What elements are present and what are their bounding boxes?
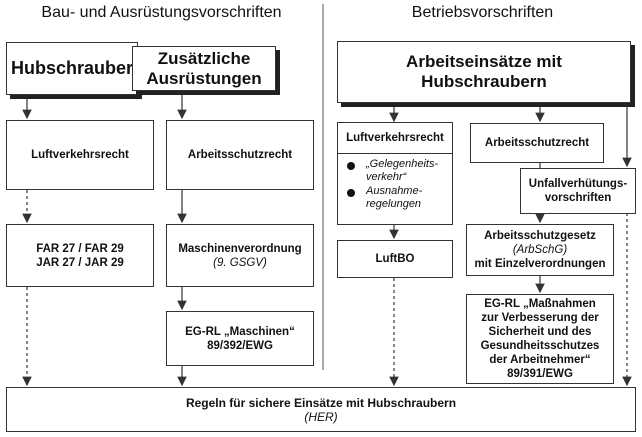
egrl-mass-line6: 89/391/EWG [507, 368, 573, 380]
unfall-line2: vorschriften [544, 192, 612, 204]
box-luftverkehrsrecht-right: Luftverkehrsrecht [337, 122, 453, 154]
masch-line2: (9. GSGV) [213, 256, 267, 269]
bullet1-line1: „Gelegenheits- [366, 158, 439, 170]
arbschg-line3: mit Einzelverordnungen [474, 258, 606, 270]
box-luftverkehrsrecht-left: Luftverkehrsrecht [6, 120, 154, 190]
zus-line1: Zusätzliche [157, 48, 251, 68]
egrl-m-line1: EG-RL „Maschinen“ [185, 325, 295, 338]
luft-left-label: Luftverkehrsrecht [31, 149, 129, 161]
far-line1: FAR 27 / FAR 29 [36, 242, 124, 255]
luft-right-label: Luftverkehrsrecht [346, 132, 444, 144]
bullet-list: „Gelegenheits- verkehr“ Ausnahme- regelu… [337, 153, 453, 225]
egrl-mass-line5: der Arbeitnehmer“ [489, 354, 591, 366]
far-line2: JAR 27 / JAR 29 [36, 256, 124, 269]
masch-line1: Maschinenverordnung [178, 242, 302, 255]
unfall-line1: Unfallverhütungs- [528, 178, 628, 190]
egrl-mass-line3: Sicherheit und des [488, 326, 592, 338]
regeln-line2: (HER) [304, 409, 338, 424]
arb-left-label: Arbeitsschutzrecht [187, 149, 293, 161]
egrl-m-line2: 89/392/EWG [207, 339, 273, 352]
bullet-dot-1 [347, 162, 355, 170]
box-arbeitseinsaetze: Arbeitseinsätze mit Hubschraubern [337, 41, 631, 103]
luftbo-label: LuftBO [375, 253, 415, 265]
egrl-mass-line1: EG-RL „Maßnahmen [484, 298, 596, 310]
box-arbeitsschutzrecht-right: Arbeitsschutzrecht [470, 123, 604, 163]
bullet1-line2: verkehr“ [366, 171, 407, 183]
header-right: Betriebsvorschriften [411, 4, 554, 21]
box-maschinenverordnung: Maschinenverordnung (9. GSGV) [166, 224, 314, 287]
box-zusaetzliche: Zusätzliche Ausrüstungen [132, 46, 276, 91]
arbschg-line1: Arbeitsschutzgesetz [484, 230, 596, 242]
box-hubschrauber: Hubschrauber [6, 42, 138, 95]
egrl-mass-line4: Gesundheitsschutzes [480, 340, 600, 352]
box-unfallverhuetung: Unfallverhütungs- vorschriften [520, 168, 636, 214]
egrl-mass-line2: zur Verbesserung der [481, 312, 599, 324]
box-egrl-massnahmen: EG-RL „Maßnahmen zur Verbesserung der Si… [466, 294, 614, 384]
header-left: Bau- und Ausrüstungsvorschriften [41, 4, 282, 21]
box-far-jar: FAR 27 / FAR 29 JAR 27 / JAR 29 [6, 224, 154, 287]
bullet-dot-2 [347, 189, 355, 197]
box-luftbo: LuftBO [337, 240, 453, 278]
zus-line2: Ausrüstungen [146, 68, 262, 88]
bullet2-line2: regelungen [366, 198, 422, 210]
arbeits-line2: Hubschraubern [421, 72, 547, 91]
bullet2-line1: Ausnahme- [366, 185, 423, 197]
hubschrauber-label: Hubschrauber [10, 58, 134, 78]
box-arbeitsschutzrecht-left: Arbeitsschutzrecht [166, 120, 314, 190]
regeln-line1: Regeln für sichere Einsätze mit Hubschra… [185, 395, 457, 410]
arbschg-line2: (ArbSchG) [512, 244, 568, 256]
box-regeln: Regeln für sichere Einsätze mit Hubschra… [6, 387, 636, 432]
arbeits-line1: Arbeitseinsätze mit [406, 52, 562, 71]
arb-right-label: Arbeitsschutzrecht [484, 137, 590, 149]
box-egrl-maschinen: EG-RL „Maschinen“ 89/392/EWG [166, 311, 314, 366]
box-arbschg: Arbeitsschutzgesetz (ArbSchG) mit Einzel… [466, 224, 614, 276]
